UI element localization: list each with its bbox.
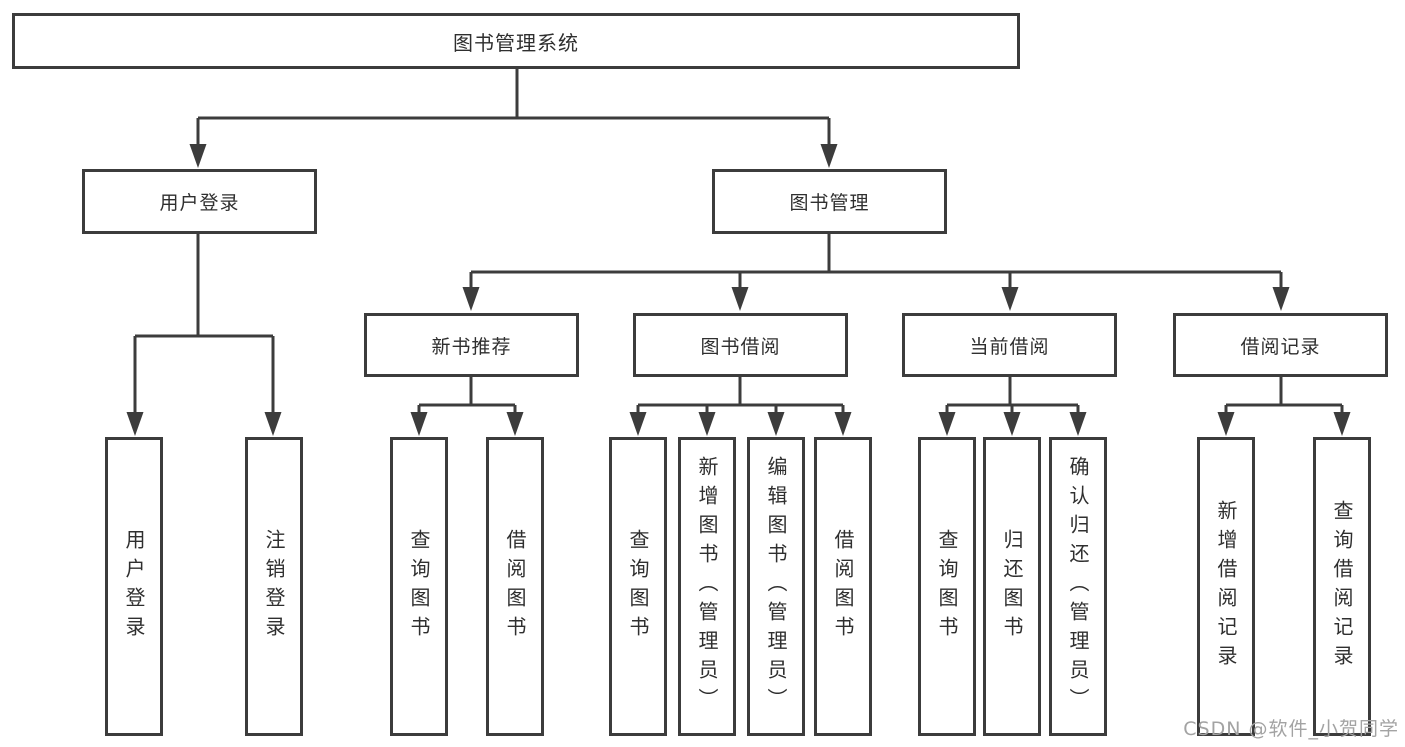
leaf-query-borrow-record: 查询借阅记录 [1313, 437, 1371, 736]
node-book-management: 图书管理 [712, 169, 947, 234]
leaf-logout-login-label: 注销登录 [262, 528, 286, 645]
leaf-query-borrow-record-label: 查询借阅记录 [1330, 499, 1354, 674]
leaf-edit-books-admin-label: 编辑图书（管理员） [764, 456, 788, 717]
node-user-login: 用户登录 [82, 169, 317, 234]
leaf-logout-login: 注销登录 [245, 437, 303, 736]
node-book-borrowing: 图书借阅 [633, 313, 848, 377]
leaf-confirm-return-admin: 确认归还（管理员） [1049, 437, 1107, 736]
leaf-add-borrow-record-label: 新增借阅记录 [1214, 499, 1238, 674]
node-current-borrowing: 当前借阅 [902, 313, 1117, 377]
leaf-borrow-books: 借阅图书 [814, 437, 872, 736]
leaf-return-books-label: 归还图书 [1000, 528, 1024, 645]
leaf-borrow-books-recommend: 借阅图书 [486, 437, 544, 736]
leaf-return-books: 归还图书 [983, 437, 1041, 736]
leaf-query-books-recommend-label: 查询图书 [407, 528, 431, 645]
leaf-borrow-books-recommend-label: 借阅图书 [503, 528, 527, 645]
leaf-user-login: 用户登录 [105, 437, 163, 736]
leaf-add-borrow-record: 新增借阅记录 [1197, 437, 1255, 736]
leaf-confirm-return-admin-label: 确认归还（管理员） [1066, 456, 1090, 717]
leaf-query-books-borrowing-label: 查询图书 [626, 528, 650, 645]
leaf-add-books-admin: 新增图书（管理员） [678, 437, 736, 736]
leaf-add-books-admin-label: 新增图书（管理员） [695, 456, 719, 717]
leaf-query-books-borrowing: 查询图书 [609, 437, 667, 736]
leaf-edit-books-admin: 编辑图书（管理员） [747, 437, 805, 736]
csdn-watermark: CSDN @软件_小贺同学 [1183, 718, 1399, 740]
node-library-management-system: 图书管理系统 [12, 13, 1020, 69]
leaf-user-login-label: 用户登录 [122, 528, 146, 645]
leaf-query-books-recommend: 查询图书 [390, 437, 448, 736]
leaf-query-books-current: 查询图书 [918, 437, 976, 736]
node-borrowing-records: 借阅记录 [1173, 313, 1388, 377]
leaf-borrow-books-label: 借阅图书 [831, 528, 855, 645]
node-new-book-recommendation: 新书推荐 [364, 313, 579, 377]
leaf-query-books-current-label: 查询图书 [935, 528, 959, 645]
